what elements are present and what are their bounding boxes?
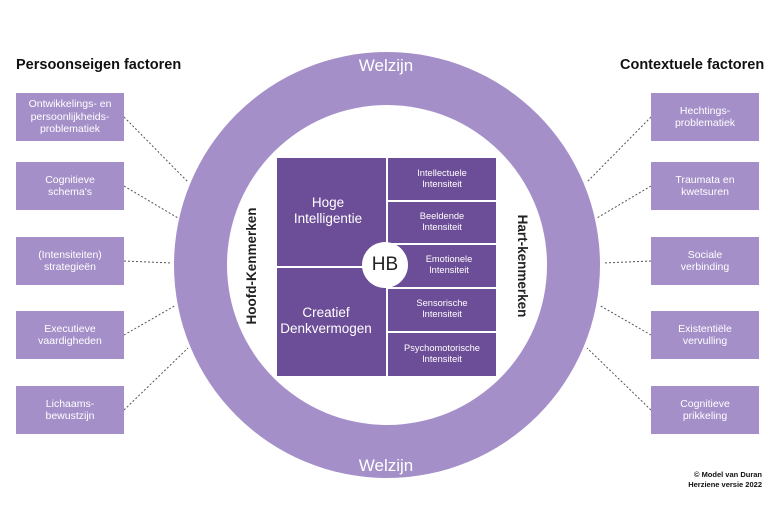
label-beeldende-intensiteit: Beeldende Intensiteit	[419, 210, 465, 233]
block-creatief-denkvermogen	[277, 268, 386, 376]
connector-left-4	[123, 304, 177, 336]
ring-label-right: Hart-kenmerken	[515, 214, 530, 318]
block-hoge-intelligentie	[277, 158, 386, 266]
label-creatief-denkvermogen: Creatief Denkvermogen	[280, 305, 372, 336]
connector-left-3	[123, 260, 173, 264]
left-factor-5: Lichaams- bewustzijn	[16, 386, 124, 434]
connector-right-1	[586, 116, 652, 183]
connector-left-2	[123, 185, 179, 219]
right-factor-2: Traumata en kwetsuren	[651, 162, 759, 210]
heading-persoonseigen-factoren: Persoonseigen factoren	[16, 57, 182, 73]
connector-right-5	[586, 347, 652, 411]
hb-label: HB	[371, 254, 399, 275]
connector-right-3	[602, 260, 652, 264]
right-factor-5: Cognitieve prikkeling	[651, 386, 759, 434]
block-psychomotorische-intensiteit	[388, 333, 496, 376]
block-intellectuele-intensiteit	[388, 158, 496, 200]
label-psychomotorische-intensiteit: Psychomotorische Intensiteit	[404, 342, 480, 365]
right-factor-4: Existentiële vervulling	[651, 311, 759, 359]
hb-circle	[362, 242, 408, 288]
ring-label-top: Welzijn	[358, 56, 414, 75]
right-factor-3: Sociale verbinding	[651, 237, 759, 285]
connector-right-2	[596, 185, 652, 219]
left-factor-2: Cognitieve schema's	[16, 162, 124, 210]
connector-left-5	[123, 347, 189, 411]
credit-line-2: Herziene versie 2022	[688, 480, 762, 489]
label-hoge-intelligentie: Hoge Intelligentie	[293, 195, 363, 226]
block-beeldende-intensiteit	[388, 202, 496, 243]
ring-label-bottom: Welzijn	[358, 456, 414, 475]
left-factor-3: (Intensiteiten) strategieën	[16, 237, 124, 285]
label-sensorische-intensiteit: Sensorische Intensiteit	[416, 297, 468, 320]
left-factor-4: Executieve vaardigheden	[16, 311, 124, 359]
connector-left-1	[123, 116, 189, 183]
connector-right-4	[598, 304, 652, 336]
credit-line-1: © Model van Duran	[693, 470, 762, 479]
label-intellectuele-intensiteit: Intellectuele Intensiteit	[417, 167, 467, 190]
block-sensorische-intensiteit	[388, 289, 496, 331]
heading-contextuele-factoren: Contextuele factoren	[620, 57, 765, 73]
credit: © Model van Duran Herziene versie 2022	[688, 470, 762, 490]
left-factor-1: Ontwikkelings- en persoonlijkheids- prob…	[16, 93, 124, 141]
ring-label-left: Hoofd-Kenmerken	[244, 207, 259, 325]
label-emotionele-intensiteit: Emotionele Intensiteit	[425, 253, 473, 276]
right-factor-1: Hechtings- problematiek	[651, 93, 759, 141]
